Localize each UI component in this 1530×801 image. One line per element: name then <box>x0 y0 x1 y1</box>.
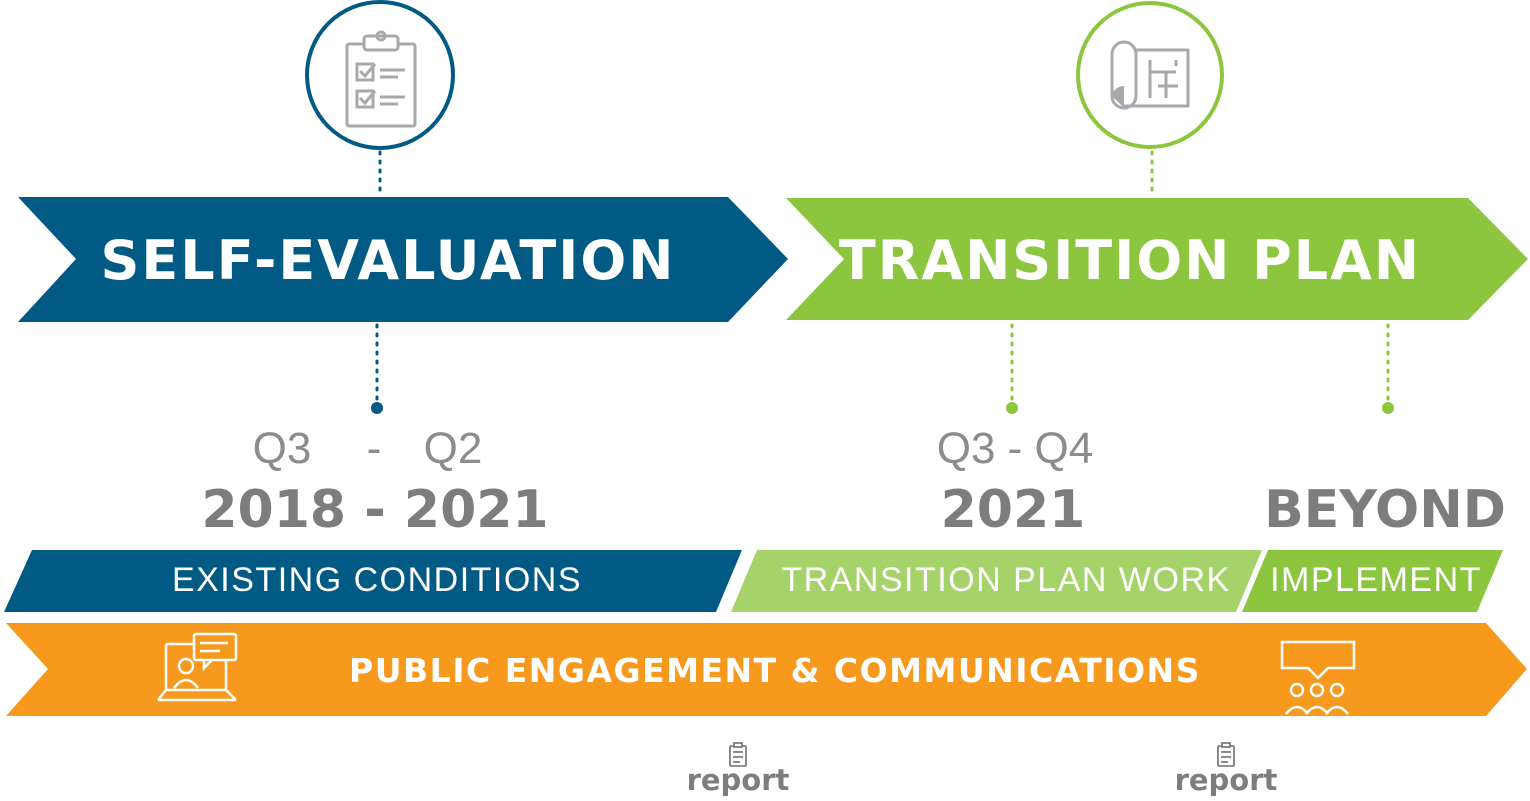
implement-label: IMPLEMENT <box>1270 561 1482 599</box>
report-label-2: report <box>1175 763 1278 797</box>
self-evaluation-banner: SELF-EVALUATION <box>18 197 788 322</box>
self-eval-quarter-start: Q3 <box>253 424 312 473</box>
report-clipboard-icon <box>1217 742 1235 767</box>
transition-quarters: Q3 - Q4 <box>937 424 1094 473</box>
transition-plan-work-label: TRANSITION PLAN WORK <box>781 561 1230 599</box>
self-evaluation-milestone-dot <box>371 402 383 414</box>
implement-bar: IMPLEMENT <box>1242 550 1503 612</box>
report-clipboard-icon <box>729 742 747 767</box>
public-engagement-bar: PUBLIC ENGAGEMENT & COMMUNICATIONS <box>6 623 1527 716</box>
existing-conditions-label: EXISTING CONDITIONS <box>172 561 582 599</box>
laptop-chat-icon <box>157 632 238 702</box>
public-engagement-label: PUBLIC ENGAGEMENT & COMMUNICATIONS <box>349 651 1201 690</box>
self-eval-quarter-separator: - <box>367 424 382 473</box>
transition-plan-title: TRANSITION PLAN <box>839 229 1421 292</box>
clipboard-checklist-icon <box>345 30 417 128</box>
report-marker-2: report <box>1175 742 1278 797</box>
existing-conditions-bar: EXISTING CONDITIONS <box>4 550 742 612</box>
self-evaluation-title: SELF-EVALUATION <box>101 229 676 292</box>
group-discussion-icon <box>1280 640 1356 715</box>
beyond-label: BEYOND <box>1264 480 1506 540</box>
transition-plan-banner: TRANSITION PLAN <box>786 198 1528 320</box>
self-evaluation-icon-group <box>305 0 455 150</box>
blueprint-icon <box>1110 40 1190 110</box>
transition-plan-work-bar: TRANSITION PLAN WORK <box>731 550 1262 612</box>
self-eval-years: 2018 - 2021 <box>201 480 548 540</box>
report-marker-1: report <box>687 742 790 797</box>
self-eval-quarter-end: Q2 <box>424 424 483 473</box>
transition-milestone-dot <box>1006 402 1018 414</box>
beyond-milestone-dot <box>1382 402 1394 414</box>
transition-year: 2021 <box>941 480 1086 540</box>
self-evaluation-chevron <box>18 197 788 322</box>
transition-plan-icon-group <box>1076 1 1224 149</box>
transition-plan-chevron <box>786 198 1528 320</box>
report-label-1: report <box>687 763 790 797</box>
